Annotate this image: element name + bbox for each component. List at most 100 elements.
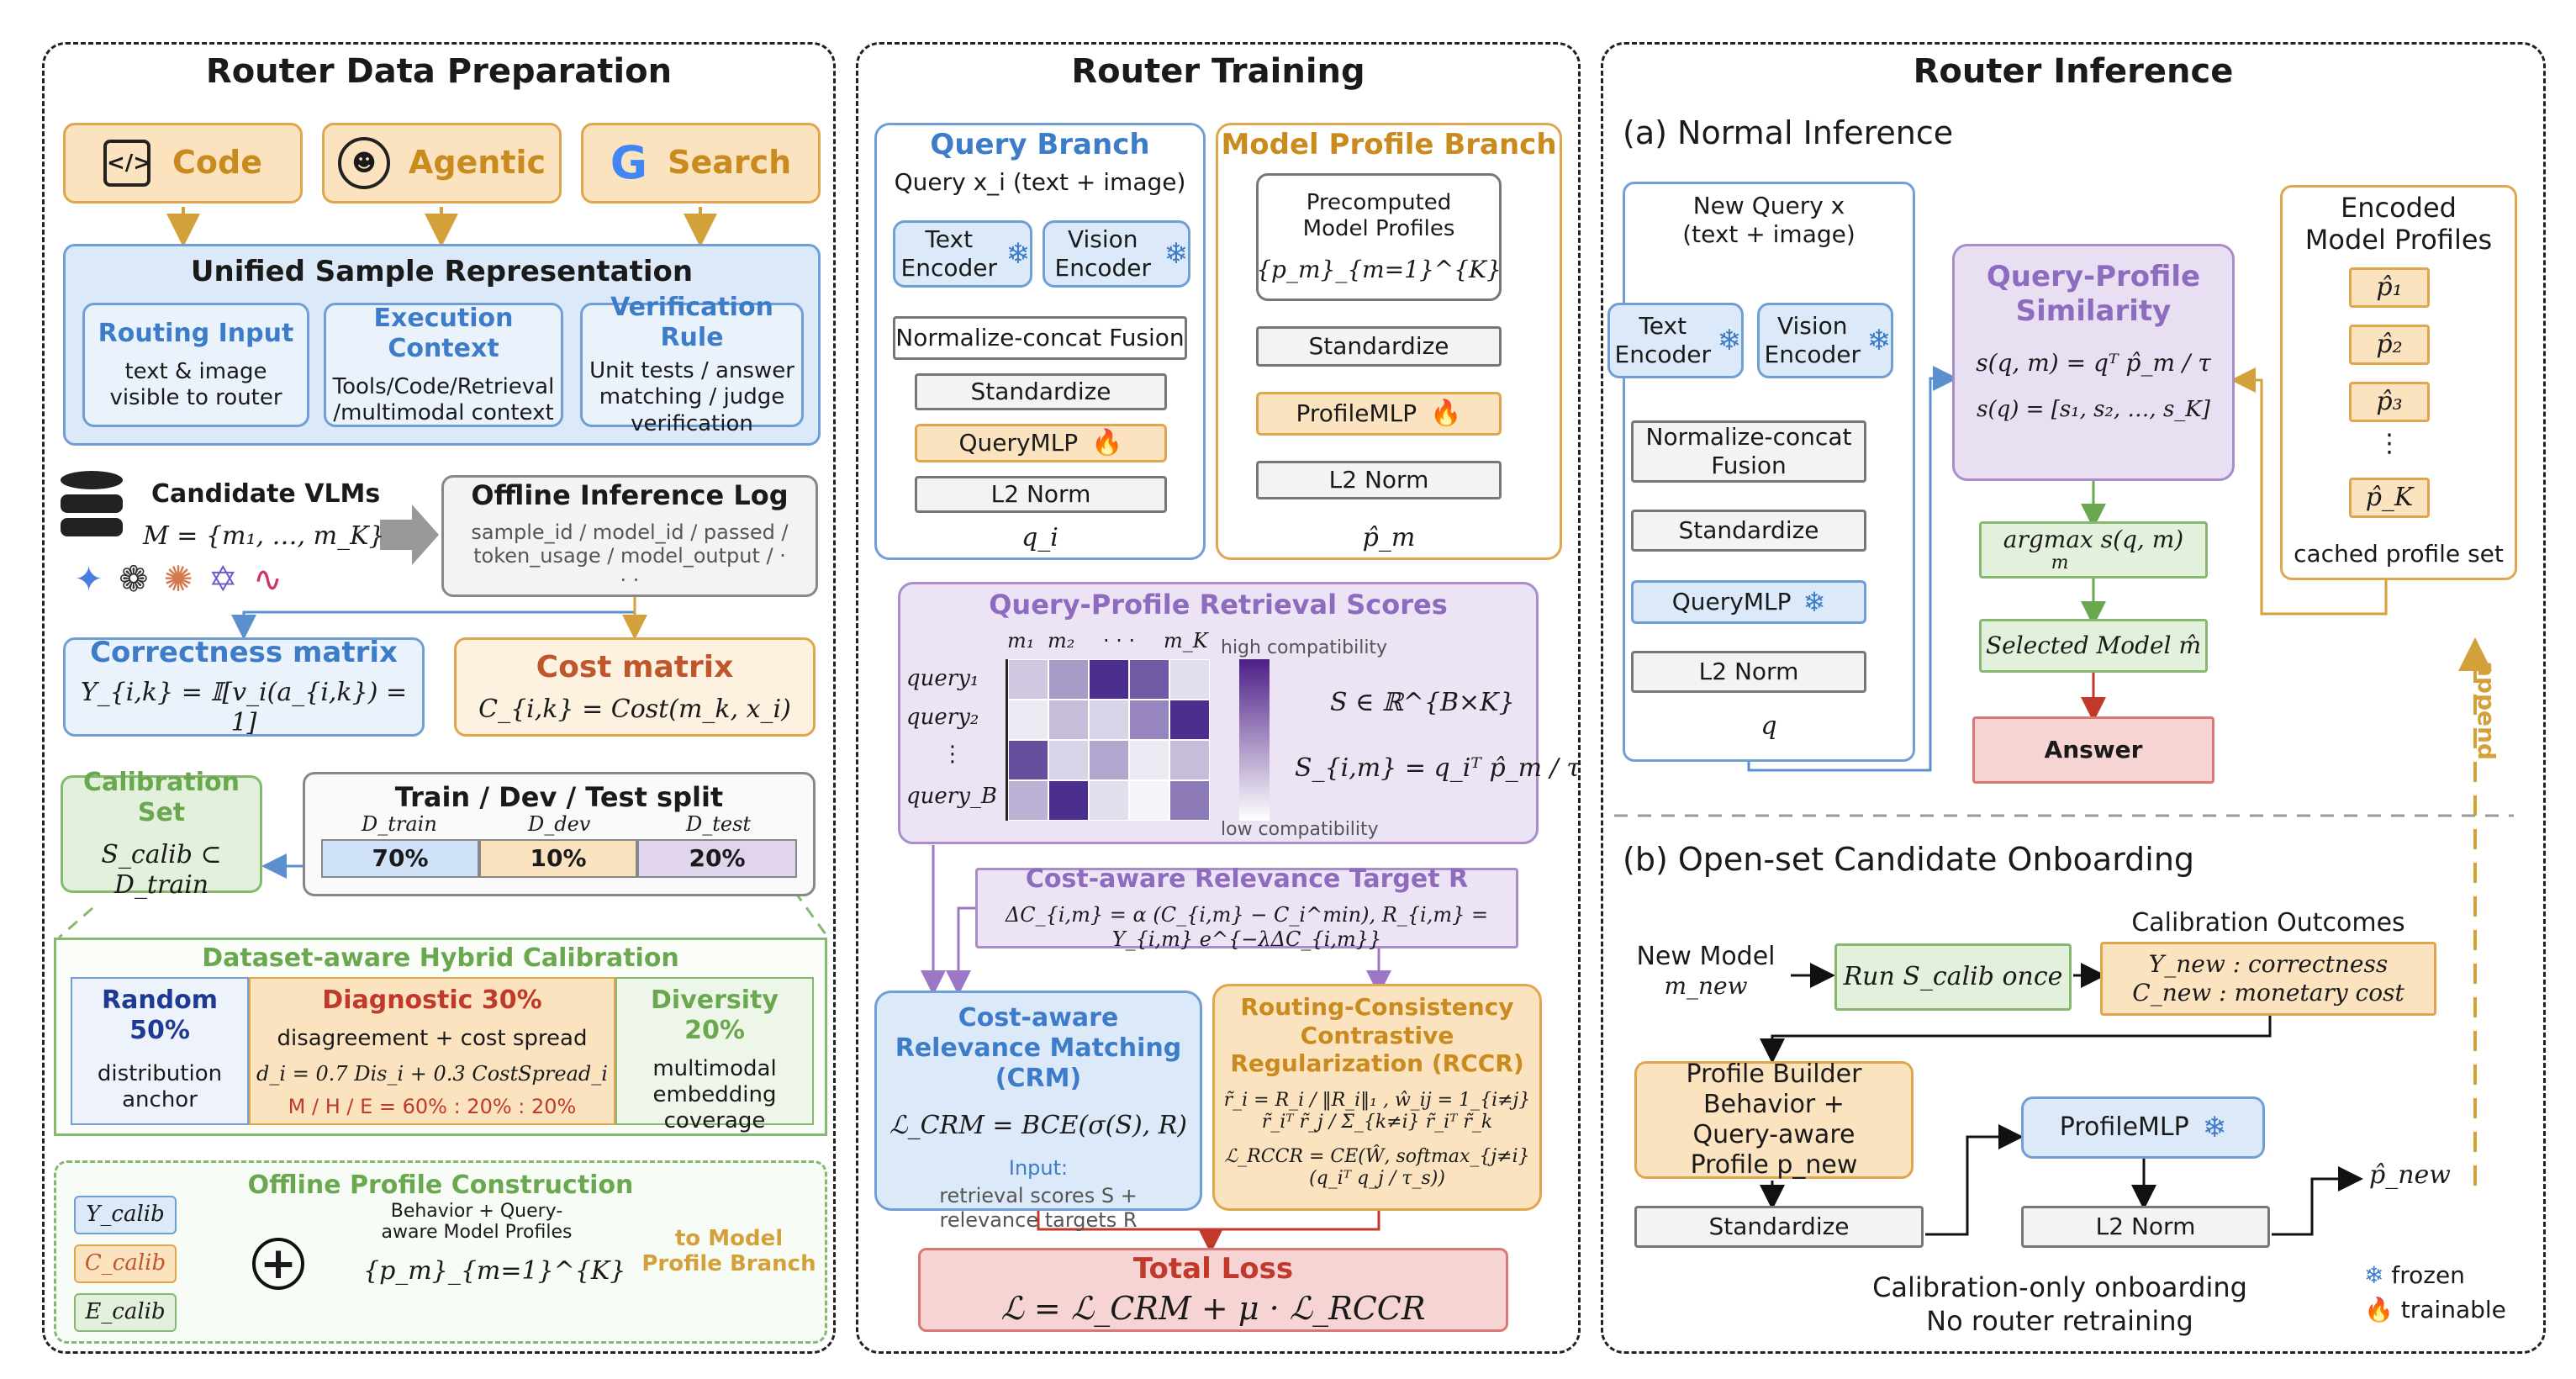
standardize: Standardize	[915, 373, 1167, 410]
scores-title: Query-Profile Retrieval Scores	[989, 589, 1448, 621]
sim-title: Query-Profile Similarity	[1986, 260, 2201, 328]
rccr-box: Routing-Consistency Contrastive Regulari…	[1212, 984, 1542, 1211]
snowflake-icon: ❄	[1803, 585, 1826, 618]
cost-matrix: Cost matrix C_{i,k} = Cost(m_k, x_i)	[454, 637, 816, 737]
model-logos: ✦❁✺✡∿	[74, 558, 377, 600]
diag-formula: d_i = 0.7 Dis_i + 0.3 CostSpread_i	[256, 1062, 608, 1086]
flame-icon: 🔥	[2364, 1296, 2394, 1324]
target-formula: ΔC_{i,m} = α (C_{i,m} − C_i^min), R_{i,m…	[1005, 903, 1489, 951]
split-test: 20%	[637, 839, 797, 878]
panel-router-training	[856, 42, 1581, 1354]
random-body: distribution anchor	[97, 1061, 223, 1113]
profile-chip: p̂₃	[2349, 382, 2430, 422]
encoder-label: Vision Encoder	[1054, 225, 1151, 282]
source-label: Search	[668, 144, 792, 182]
openai-icon: ❁	[119, 558, 164, 600]
flame-icon: 🔥	[1430, 399, 1462, 428]
profile-ellipsis: ⋮	[2377, 429, 2402, 458]
source-label: Code	[172, 144, 262, 182]
encoder-label: Text Encoder	[1614, 312, 1711, 368]
snowflake-icon: ❄	[2364, 1261, 2384, 1289]
vision-encoder: Vision Encoder❄	[1757, 303, 1893, 378]
div-body: multimodal embedding coverage	[652, 1056, 777, 1134]
argmax-label: argmax s(q, m)	[2003, 526, 2184, 553]
encoder-label: Vision Encoder	[1764, 312, 1861, 368]
offline-title: Offline Profile Construction	[247, 1170, 634, 1200]
crm-input-body: retrieval scores S + relevance targets R	[939, 1183, 1138, 1232]
div-title: Diversity 20%	[651, 985, 779, 1045]
log-title: Offline Inference Log	[471, 479, 789, 512]
retrieval-scores	[898, 582, 1539, 844]
run-label: Run S_calib once	[1843, 962, 2063, 991]
loss-formula: ℒ = ℒ_CRM + μ · ℒ_RCCR	[1000, 1289, 1426, 1327]
vision-encoder: Vision Encoder❄	[1043, 220, 1190, 288]
standardize: Standardize	[1631, 510, 1866, 552]
correctness-matrix: Correctness matrix Y_{i,k} = 𝕀[v_i(a_{i,…	[63, 635, 425, 738]
random-strategy: Random 50% distribution anchor	[71, 977, 249, 1125]
offline-formula: {p_m}_{m=1}^{K}	[363, 1256, 626, 1286]
profilemlp-label: ProfileMLP	[2059, 1112, 2189, 1142]
l2-norm: L2 Norm	[1631, 651, 1866, 693]
database-icon	[61, 471, 123, 548]
split-value: 20%	[689, 844, 746, 873]
sim-formula2: s(q) = [s₁, s₂, …, s_K]	[1977, 397, 2210, 423]
split-dev: 10%	[479, 839, 637, 878]
rccr-formula1: r̃_i = R_i / ‖R_i‖₁ , ŵ_ij = 1_{i≠j} r̃_…	[1223, 1089, 1531, 1133]
crm-title: Cost-aware Relevance Matching (CRM)	[895, 1003, 1182, 1093]
profile-chip: p̂₁	[2349, 267, 2430, 308]
precomputed-label: Precomputed Model Profiles	[1302, 190, 1455, 242]
profile-chip: p̂₂	[2349, 325, 2430, 365]
target-title: Cost-aware Relevance Target R	[1025, 864, 1469, 895]
text-encoder: Text Encoder❄	[1607, 303, 1744, 378]
cost-title: Cost matrix	[536, 650, 734, 685]
usr-title: Unified Sample Representation	[190, 255, 694, 288]
profile-chip: p̂_K	[2349, 478, 2430, 518]
legend: ❄ frozen 🔥 trainable	[2364, 1261, 2532, 1337]
rccr-formula2: ℒ_RCCR = CE(Ŵ, softmax_{j≠i}(q_iᵀ q_j / …	[1224, 1145, 1530, 1189]
source-search: G Search	[581, 123, 821, 203]
heatmap-cell	[1169, 659, 1210, 700]
col-label: · · ·	[1103, 629, 1136, 653]
p-new: p̂_new	[2369, 1160, 2451, 1190]
claude-icon: ✺	[163, 558, 209, 600]
profile-builder: Profile Builder Behavior + Query-aware P…	[1634, 1059, 1914, 1180]
input-label: E_calib	[85, 1299, 166, 1325]
sim-formula1: s(q, m) = qᵀ p̂_m / τ	[1976, 348, 2211, 377]
outcome1: Y_new : correctness	[2148, 950, 2389, 979]
fusion: Normalize-concat Fusion	[1631, 420, 1866, 483]
q-out: q_i	[1021, 523, 1058, 552]
usr-verification-rule: Verification Rule Unit tests / answer ma…	[580, 293, 804, 436]
col-label: m_K	[1164, 629, 1208, 653]
col-label: m₁	[1007, 629, 1035, 653]
usr-routing-input: Routing Input text & image visible to ro…	[82, 303, 309, 427]
gemini-icon: ✦	[74, 558, 119, 600]
standardize-label: Standardize	[1308, 332, 1449, 361]
run-calibration: Run S_calib once	[1834, 943, 2072, 1011]
new-query-sub: (text + image)	[1682, 220, 1855, 248]
heatmap-cell	[1008, 740, 1048, 780]
split-label: D_test	[686, 812, 752, 836]
querymlp-label: QueryMLP	[958, 429, 1079, 457]
footer-line1: Calibration-only onboarding	[1872, 1271, 2247, 1303]
selected-model: Selected Model m̂	[1979, 619, 2208, 673]
score-heatmap	[1006, 659, 1210, 821]
new-model: New Model	[1636, 942, 1776, 971]
append-label: append	[2473, 661, 2500, 760]
heatmap-cell	[1008, 700, 1048, 740]
diversity-strategy: Diversity 20% multimodal embedding cover…	[615, 977, 814, 1133]
snowflake-icon: ❄	[1717, 323, 1742, 357]
crm-box: Cost-aware Relevance Matching (CRM) ℒ_CR…	[874, 991, 1202, 1232]
querymlp-label: QueryMLP	[1671, 588, 1792, 616]
profile-label: p̂₃	[2376, 387, 2403, 416]
panel-title: Router Data Preparation	[205, 52, 673, 91]
row-label: query₁	[906, 666, 979, 691]
heatmap-cell	[1089, 740, 1129, 780]
profile-label: p̂_K	[2365, 483, 2414, 512]
panel-data-preparation	[42, 42, 836, 1354]
l2norm-label: L2 Norm	[990, 480, 1091, 509]
qb-title: Query Branch	[930, 128, 1150, 161]
correctness-title: Correctness matrix	[90, 635, 398, 669]
heatmap-cell	[1169, 700, 1210, 740]
plus-icon: +	[252, 1238, 304, 1290]
correctness-formula: Y_{i,k} = 𝕀[v_i(a_{i,k}) = 1]	[80, 678, 408, 738]
